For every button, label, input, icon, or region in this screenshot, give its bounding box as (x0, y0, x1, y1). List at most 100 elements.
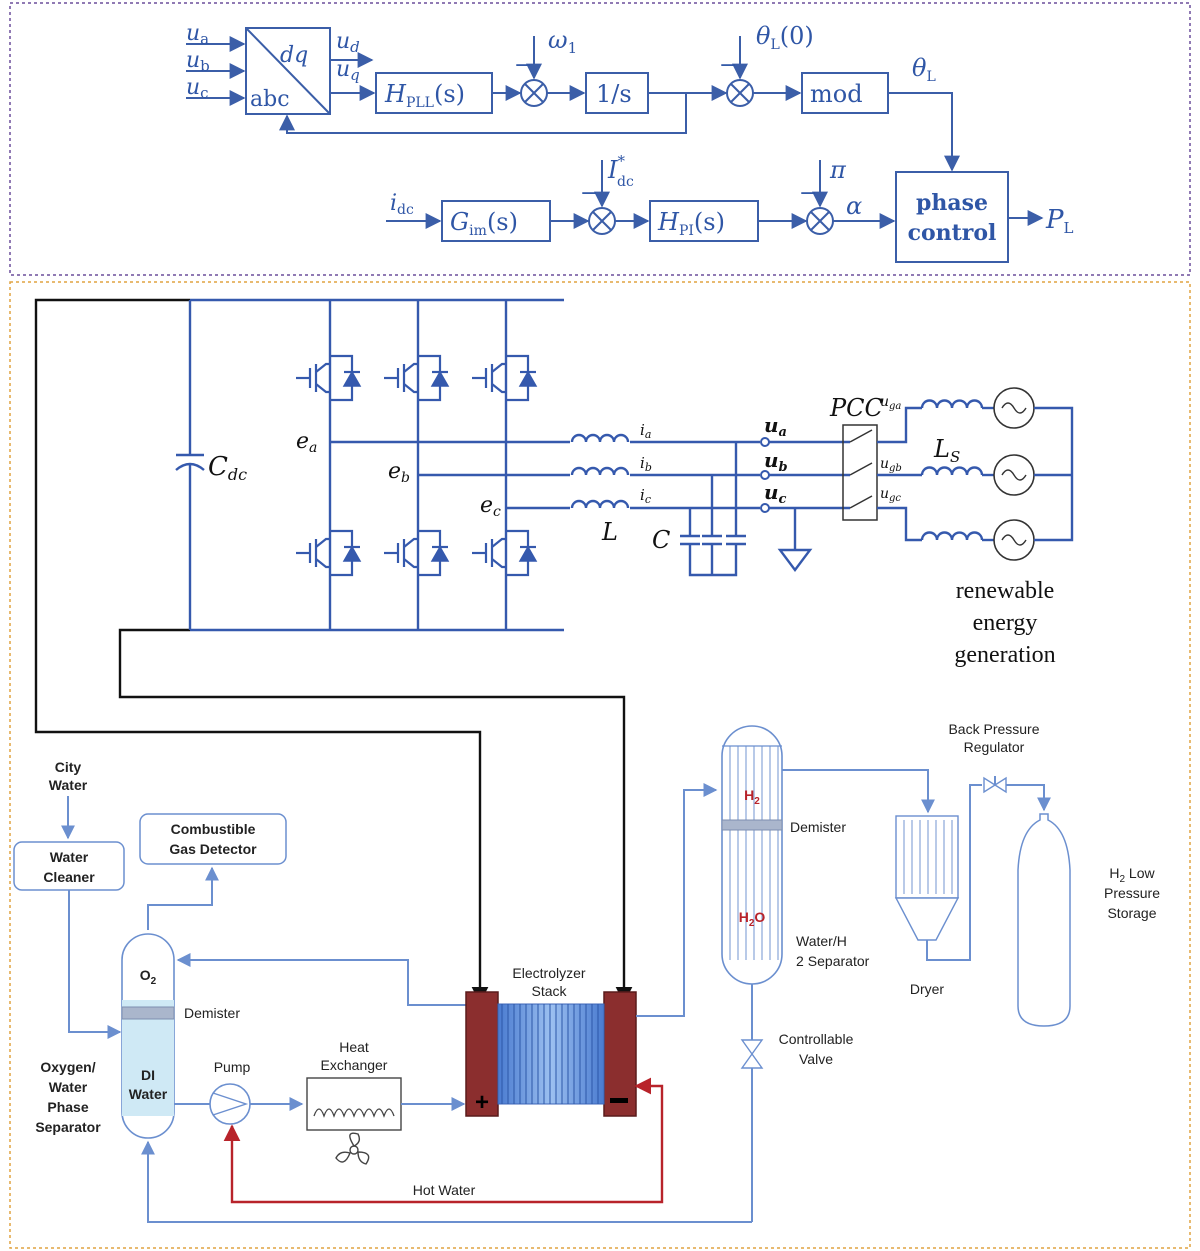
renewable-line2: energy (973, 610, 1038, 636)
inductor-coil (570, 499, 630, 509)
stack-cathode-plate (603, 991, 637, 1117)
uc-label: uc (764, 480, 787, 507)
demister2-label: Demister (790, 819, 846, 835)
inductor-coil (920, 466, 984, 476)
control-frame (9, 2, 1191, 276)
uga-label: uga (880, 394, 901, 412)
pcc-label: PCC (829, 394, 883, 422)
o2-label: O2 (140, 967, 157, 987)
dryer-icon (895, 815, 959, 899)
hpll-block (375, 72, 493, 114)
pi-label: π (829, 156, 847, 184)
pump-label: Pump (214, 1059, 251, 1075)
integrator-label: 1/s (596, 80, 632, 108)
valve-label-line1: Controllable (779, 1031, 854, 1047)
igbt-switch (296, 354, 362, 402)
ia-label: ia (640, 421, 651, 441)
water-cleaner-line2: Cleaner (43, 869, 95, 885)
minus-sign-theta: − (719, 53, 737, 78)
stack-label-line2: Stack (531, 983, 567, 999)
pll-block-diagram: ua ub uc dq abc ud uq HPLL(s) − ω1 1/s (186, 21, 1074, 263)
capacitor-c-label: C (652, 526, 670, 554)
ic-label: ic (640, 486, 651, 506)
rectifier-circuit: Cdc ea eb ec ia ib ic L C ua ub (34, 298, 1074, 1004)
igbt-switch (472, 354, 538, 402)
ec-label: ec (480, 493, 501, 520)
phase-control-block (895, 171, 1009, 263)
oxygen-separator-line2: Water (49, 1079, 88, 1095)
h2-label: H2 (744, 787, 760, 807)
minus-sign-idc: − (580, 181, 598, 206)
ugb-label: ugb (880, 456, 902, 474)
phase-control-line2: control (908, 220, 997, 246)
hpi-label: HPI(s) (657, 208, 725, 239)
pl-label: PL (1045, 205, 1074, 237)
svg-text:+: + (475, 1089, 489, 1116)
thetaL0-label: θL(0) (756, 22, 814, 53)
ea-label: ea (296, 429, 317, 456)
thetaL-label: θL (912, 54, 936, 85)
hpll-label: HPLL(s) (384, 80, 465, 111)
gas-detector-line2: Gas Detector (169, 841, 257, 857)
storage-line1: H2 Low (1109, 865, 1155, 885)
igbt-switch (384, 529, 450, 577)
heat-exchanger-line2: Exchanger (321, 1057, 388, 1073)
h2-separator-vessel (721, 725, 783, 985)
inductor-coil (570, 466, 630, 476)
gim-label: Gim(s) (450, 208, 518, 239)
phase-control-line1: phase (916, 190, 988, 216)
h2-storage-tank (1017, 813, 1071, 1027)
input-ub: ub (186, 48, 210, 75)
abc-label: abc (250, 87, 290, 112)
dryer-label: Dryer (910, 981, 945, 997)
heat-exchanger-box (306, 1077, 402, 1131)
omega1-label: ω1 (548, 26, 577, 57)
minus-sign-pi: − (799, 181, 817, 206)
output-uq: uq (336, 57, 360, 84)
ua-label: ua (764, 413, 787, 440)
di-water-line1: DI (141, 1067, 155, 1083)
cdc-label: Cdc (208, 452, 247, 484)
idc-label: idc (390, 191, 414, 218)
fan-icon (335, 1132, 370, 1165)
renewable-line1: renewable (956, 578, 1055, 604)
oxygen-separator-line4: Separator (35, 1119, 101, 1135)
hot-water-label: Hot Water (413, 1182, 476, 1198)
valve-label-line2: Valve (799, 1051, 833, 1067)
water-cleaner-line1: Water (50, 849, 89, 865)
stack-label-line1: Electrolyzer (512, 965, 585, 981)
inductor-l-label: L (601, 518, 618, 546)
ls-label: LS (933, 435, 960, 466)
inductor-coil (570, 433, 630, 443)
ugc-label: ugc (880, 486, 901, 504)
gim-block (441, 200, 551, 242)
bpr-label-line1: Back Pressure (948, 721, 1039, 737)
demister-label: Demister (184, 1005, 240, 1021)
ib-label: ib (640, 454, 652, 474)
city-water-line2: Water (49, 777, 88, 793)
idc-ref-label: I*dc (607, 152, 634, 190)
di-water-line2: Water (129, 1086, 168, 1102)
mod-block (801, 72, 889, 114)
igbt-switch (384, 354, 450, 402)
inductor-coil (920, 399, 984, 409)
eb-label: eb (388, 459, 410, 486)
storage-line3: Storage (1107, 905, 1156, 921)
heat-exchanger-line1: Heat (339, 1039, 369, 1055)
electrolyzer-plant: City Water Water Cleaner Combustible Gas… (13, 721, 1160, 1223)
ub-label: ub (764, 448, 788, 475)
alpha-label: α (846, 192, 862, 220)
minus-sign-omega: − (514, 53, 532, 78)
pcc-switch (842, 424, 878, 521)
inductor-coil (920, 531, 984, 541)
output-ud: ud (336, 29, 360, 56)
oxygen-separator-line1: Oxygen/ (40, 1059, 95, 1075)
storage-line2: Pressure (1104, 885, 1160, 901)
dq-label: dq (280, 43, 308, 68)
mod-label: mod (810, 80, 863, 108)
stack-anode-plate (465, 991, 499, 1117)
oxygen-separator-line3: Phase (47, 1099, 88, 1115)
gas-detector-box (139, 813, 287, 865)
